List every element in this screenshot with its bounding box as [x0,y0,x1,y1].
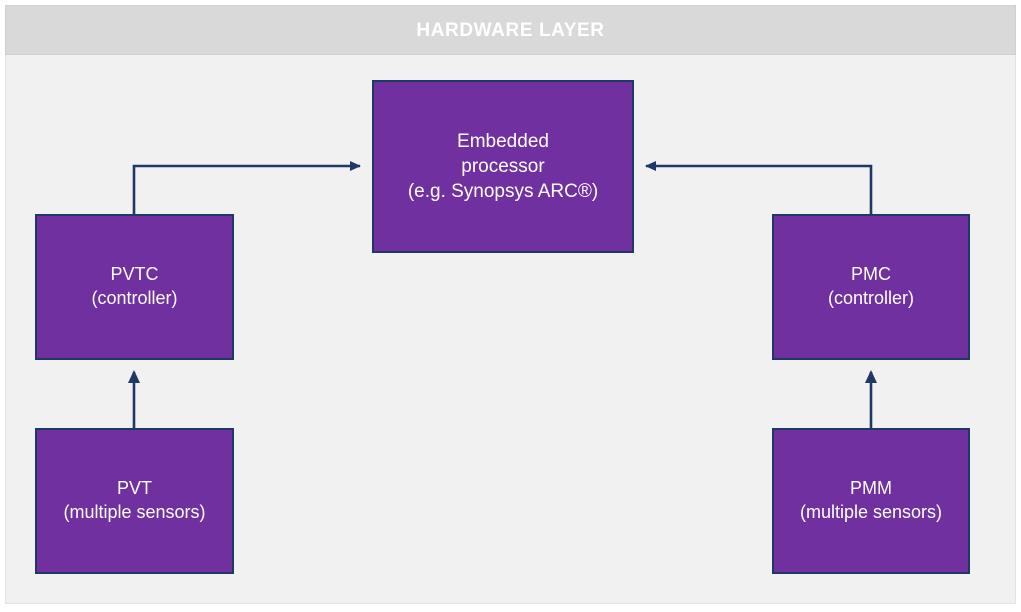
block-embedded-processor[interactable]: Embedded processor (e.g. Synopsys ARC®) [372,80,634,253]
block-pvt[interactable]: PVT (multiple sensors) [35,428,234,574]
hardware-layer-header: HARDWARE LAYER [5,5,1016,55]
block-pmc[interactable]: PMC (controller) [772,214,970,360]
block-pvtc-line-1: PVTC [110,264,159,285]
block-pvt-line-2: (multiple sensors) [63,502,206,522]
block-pvtc[interactable]: PVTC (controller) [35,214,234,360]
block-embedded-processor-line-3: (e.g. Synopsys ARC®) [407,181,599,203]
block-pmm[interactable]: PMM (multiple sensors) [772,428,970,574]
hardware-layer-title: HARDWARE LAYER [416,19,605,41]
block-pmc-line-2: (controller) [827,288,915,308]
block-pvtc-line-2: (controller) [91,288,178,308]
block-pmm-line-1: PMM [850,478,892,499]
block-embedded-processor-line-1: Embedded [457,130,549,152]
block-pmc-line-1: PMC [851,264,891,285]
block-pvt-line-1: PVT [116,478,152,499]
block-pmm-line-2: (multiple sensors) [799,502,943,522]
block-embedded-processor-line-2: processor [461,155,545,177]
